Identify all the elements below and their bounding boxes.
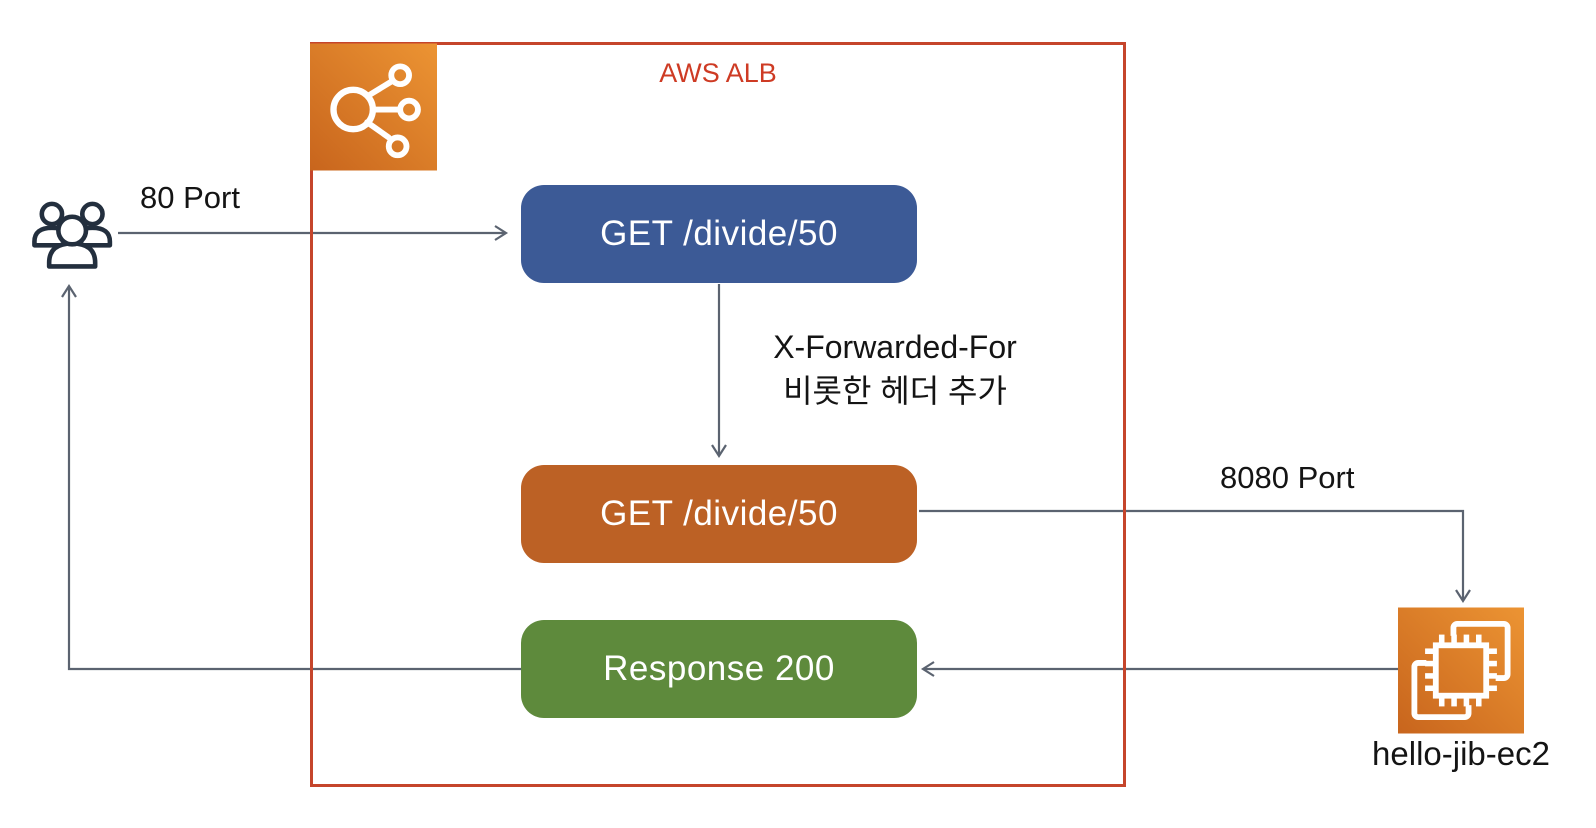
x-forwarded-note: X-Forwarded-For 비롯한 헤더 추가 [700, 325, 1090, 413]
load-balancer-icon [310, 43, 437, 171]
ec2-instance-icon [1398, 607, 1524, 734]
forwarded-request-box: GET /divide/50 [521, 465, 917, 563]
port-80-label: 80 Port [140, 180, 240, 215]
aws-alb-boundary [310, 42, 1126, 787]
request-box: GET /divide/50 [521, 185, 917, 283]
ec2-instance-label: hello-jib-ec2 [1372, 735, 1550, 772]
response-box: Response 200 [521, 620, 917, 718]
port-8080-label: 8080 Port [1220, 460, 1355, 495]
x-forwarded-note-line2: 비롯한 헤더 추가 [783, 373, 1007, 409]
aws-alb-title: AWS ALB [659, 58, 777, 88]
users-icon [32, 201, 113, 269]
x-forwarded-note-line1: X-Forwarded-For [773, 329, 1017, 365]
